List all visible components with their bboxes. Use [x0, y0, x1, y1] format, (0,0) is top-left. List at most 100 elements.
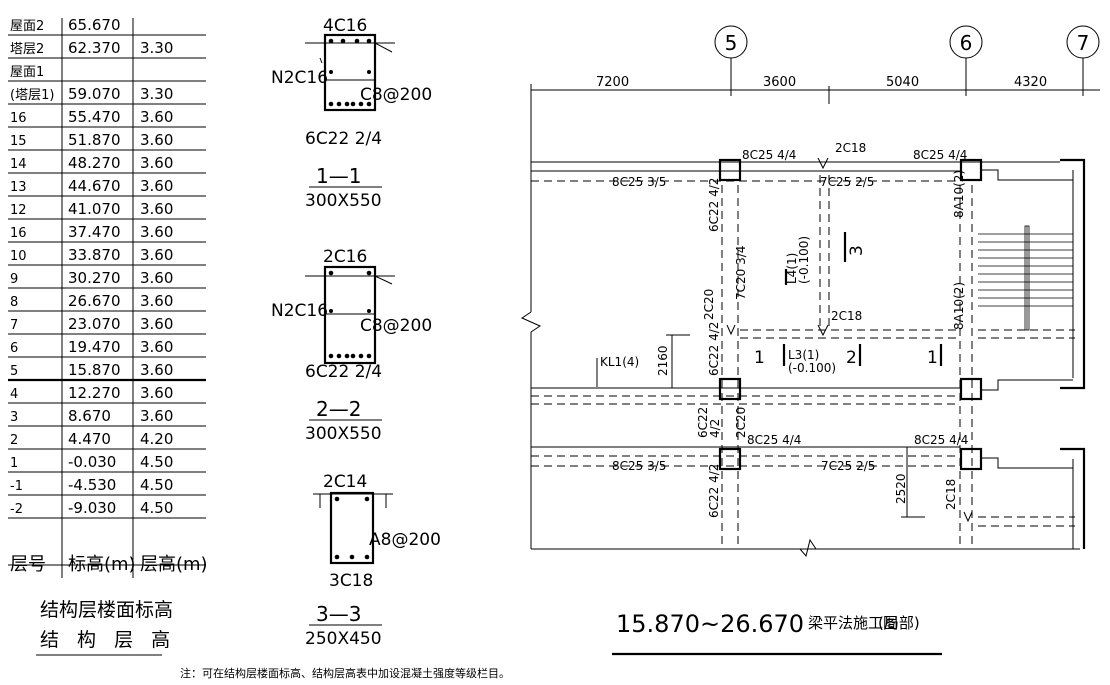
level-table-elev-cell: 51.870 [68, 131, 121, 149]
level-table-elev-cell: 48.270 [68, 154, 121, 172]
level-table-elev-cell: 19.470 [68, 338, 121, 356]
level-table-elev-cell: 62.370 [68, 39, 121, 57]
lbl-c18-mid: 2C18 [831, 309, 862, 323]
lbl-b2-bot-left: 8C25 3/5 [612, 459, 666, 473]
lbl-l3-elev: (-0.100) [788, 361, 836, 375]
plan-title-suffix: (局部) [878, 614, 920, 632]
level-table-floor-cell: 16 [10, 226, 27, 241]
level-table-height-cell: 4.50 [140, 453, 173, 471]
level-table-floor-cell: 6 [10, 341, 18, 356]
level-table-elev-cell: 23.070 [68, 315, 121, 333]
level-table-floor-cell: 15 [10, 134, 27, 149]
level-table-floor-cell: 10 [10, 249, 27, 264]
section-1-1: 4C16 N2C16 C8@200 6C22 2/4 1—1 300X550 [271, 16, 432, 211]
level-table-floor-cell: 4 [10, 387, 18, 402]
level-table-height-cell: 3.60 [140, 407, 173, 425]
axis-7: 7 [1077, 31, 1090, 55]
level-table-header: 层号 标高(m) 层高(m) [10, 554, 208, 575]
lbl-sec1a: 1 [754, 348, 765, 368]
lbl-c20: 2C20 [702, 289, 716, 320]
lbl-b2-top-right: 8C25 4/4 [914, 433, 968, 447]
lbl-c20b: 2C20 [734, 407, 748, 438]
level-table-height-cell: 4.50 [140, 499, 173, 517]
level-table-elev-cell: 4.470 [68, 430, 111, 448]
level-table-floor-cell: 7 [10, 318, 18, 333]
header-elevation: 标高(m) [68, 554, 136, 575]
lbl-a10-bot: 8A10(2) [952, 282, 966, 330]
level-table-elev-cell: 59.070 [68, 85, 121, 103]
lbl-col-vert5: 6C22 4/2 [707, 464, 721, 518]
lbl-b1-bot-mid: 7C25 2/5 [820, 175, 874, 189]
sec1-size: 300X550 [305, 191, 382, 211]
section-2-2: 2C16 N2C16 C8@200 6C22 2/4 2—2 300X550 [271, 247, 432, 444]
level-table-elev-cell: 30.270 [68, 269, 121, 287]
sec3-stirrup: A8@200 [369, 530, 441, 550]
beam-plan: 5 6 7 7200 3600 5040 4320 [520, 25, 1100, 656]
sec2-side: N2C16 [271, 301, 328, 321]
level-table-floor-cell: 13 [10, 180, 27, 195]
header-height: 层高(m) [140, 554, 208, 575]
dim-7200: 7200 [596, 75, 629, 90]
lbl-l3: L3(1) [788, 348, 819, 362]
level-table-elev-cell: 37.470 [68, 223, 121, 241]
level-table-height-cell: 3.60 [140, 292, 173, 310]
axis-5: 5 [725, 31, 738, 55]
level-table-floor-cell: 2 [10, 433, 18, 448]
lbl-sec3: 3 [847, 245, 867, 256]
sec3-top: 2C14 [323, 472, 367, 492]
sec3-name: 3—3 [316, 602, 361, 626]
section-3-3: 2C14 A8@200 3C18 3—3 250X450 [305, 472, 441, 649]
level-table-height-cell: 4.50 [140, 476, 173, 494]
level-table-floor-cell: 屋面1 [10, 65, 44, 80]
level-table-height-cell: 3.60 [140, 361, 173, 379]
lbl-sec2: 2 [846, 348, 857, 368]
sec2-name: 2—2 [316, 397, 361, 421]
axis-6: 6 [960, 31, 973, 55]
footnote: 注：可在结构层楼面标高、结构层高表中加设混凝土强度等级栏目。 [180, 666, 510, 680]
level-table-floor-cell: 16 [10, 111, 27, 126]
header-floor: 层号 [10, 554, 46, 575]
level-table-floor-cell: 塔层2 [10, 42, 44, 57]
sec2-stirrup: C8@200 [360, 316, 432, 336]
level-table-height-cell: 3.60 [140, 177, 173, 195]
level-table-floor-cell: 8 [10, 295, 18, 310]
lbl-b2-vert-b: 4/2 [708, 419, 722, 438]
level-table-floor-cell: 12 [10, 203, 27, 218]
level-table-elev-cell: 44.670 [68, 177, 121, 195]
sec3-bottom: 3C18 [329, 571, 373, 591]
lbl-c18-right: 2C18 [944, 479, 958, 510]
level-table-floor-cell: -1 [10, 479, 23, 494]
sec3-size: 250X450 [305, 629, 382, 649]
level-table-floor-cell: 3 [10, 410, 18, 425]
lbl-b1-right: 8C25 4/4 [913, 148, 967, 162]
lbl-kl1: KL1(4) [600, 355, 639, 369]
level-table-height-cell: 3.60 [140, 131, 173, 149]
lbl-b2-top-left: 8C25 4/4 [747, 433, 801, 447]
level-table-elev-cell: -4.530 [68, 476, 116, 494]
level-table-floor-cell: 14 [10, 157, 27, 172]
lbl-d2160: 2160 [656, 345, 670, 376]
lbl-b2-vert-a: 6C22 [696, 407, 710, 438]
sec1-side: N2C16 [271, 68, 328, 88]
lbl-col-vert1: 6C22 4/2 [707, 178, 721, 232]
level-table-height-cell: 3.30 [140, 85, 173, 103]
level-table-elev-cell: 55.470 [68, 108, 121, 126]
level-table-floor-cell: (塔层1) [10, 88, 54, 103]
level-table-height-cell: 3.60 [140, 384, 173, 402]
lbl-b2-bot-mid: 7C25 2/5 [821, 459, 875, 473]
level-table-elev-cell: 8.670 [68, 407, 111, 425]
stair-hatch [978, 225, 1073, 331]
level-table-height-cell: 3.60 [140, 154, 173, 172]
level-table-floor-cell: 1 [10, 456, 18, 471]
level-table-elev-cell: 15.870 [68, 361, 121, 379]
level-table-height-cell: 4.20 [140, 430, 173, 448]
level-table-height-cell: 3.30 [140, 39, 173, 57]
level-table-floor-cell: -2 [10, 502, 23, 517]
plan-title-number: 15.870~26.670 [616, 610, 804, 638]
lbl-col-vert2: 7C20 3/4 [734, 246, 748, 300]
sec1-name: 1—1 [316, 164, 361, 188]
level-table-elev-cell: 65.670 [68, 16, 121, 34]
